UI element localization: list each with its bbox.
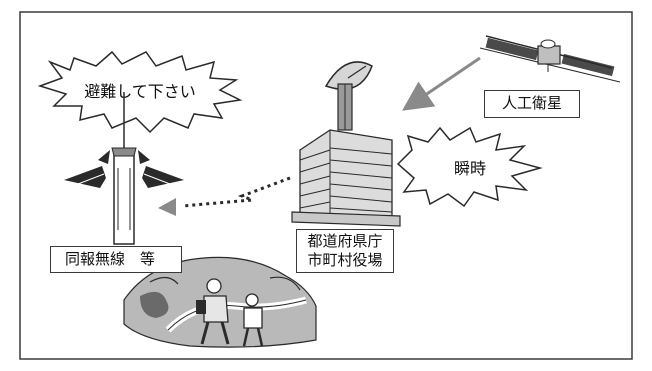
government-label-line1: 都道府県庁	[307, 232, 383, 250]
instant-burst: 瞬時	[396, 126, 543, 208]
radio-mast-icon	[64, 92, 184, 245]
alert-burst: 避難して下さい	[37, 50, 243, 134]
evacuating-people-icon	[196, 278, 264, 347]
alert-text: 避難して下さい	[84, 82, 196, 101]
government-label: 都道府県庁 市町村役場	[296, 229, 394, 273]
satellite-label: 人工衛星	[484, 90, 580, 118]
broadcast-link-arrow	[158, 176, 291, 216]
government-label-line2: 市町村役場	[307, 251, 383, 269]
instant-text: 瞬時	[454, 159, 486, 178]
broadcast-label-text: 同報無線 等	[65, 250, 156, 268]
satellite-dish-icon	[324, 61, 373, 131]
broadcast-label: 同報無線 等	[50, 246, 182, 273]
satellite-label-text: 人工衛星	[501, 94, 562, 112]
diagram-frame	[19, 11, 633, 360]
satellite-icon	[479, 35, 621, 83]
government-building-icon	[291, 129, 401, 227]
downlink-arrow	[402, 56, 481, 111]
